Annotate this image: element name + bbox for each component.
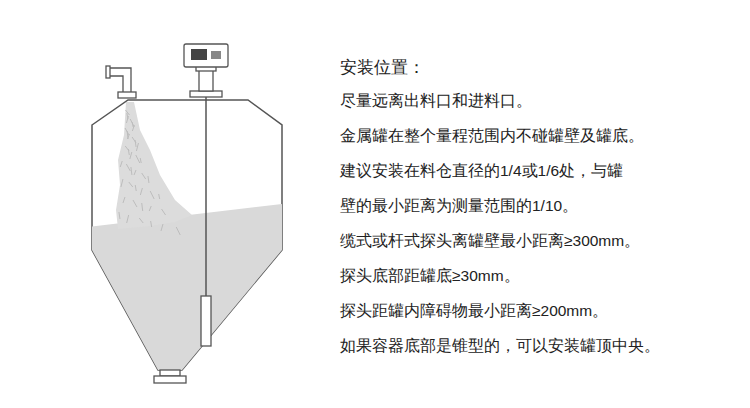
- texture-stroke: [161, 224, 163, 231]
- texture-stroke: [140, 188, 142, 195]
- inlet-pipe: [106, 66, 136, 98]
- texture-stroke: [123, 197, 125, 203]
- texture-stroke: [139, 218, 143, 223]
- texture-stroke: [148, 176, 149, 183]
- texture-stroke: [128, 149, 129, 155]
- outlet-flange: [154, 370, 186, 383]
- texture-stroke: [135, 185, 136, 191]
- note-line: 缆式或杆式探头离罐壁最小距离≥300mm。: [340, 232, 640, 251]
- texture-stroke: [136, 143, 138, 151]
- note-line: 壁的最小距离为测量范围的1/10。: [340, 197, 578, 216]
- note-line: 金属罐在整个量程范围内不碰罐壁及罐底。: [340, 127, 644, 146]
- note-line: 探头底部距罐底≥30mm。: [340, 267, 520, 286]
- material-surface: [80, 203, 290, 400]
- texture-stroke: [119, 212, 120, 219]
- texture-stroke: [134, 170, 136, 175]
- texture-stroke: [150, 191, 154, 199]
- texture-stroke: [149, 206, 151, 211]
- note-line: 建议安装在料仓直径的1/4或1/6处，与罐: [340, 162, 623, 181]
- texture-stroke: [162, 209, 166, 215]
- texture-stroke: [133, 200, 137, 207]
- section-title: 安装位置：: [340, 58, 425, 78]
- level-meter: [184, 44, 228, 346]
- texture-stroke: [131, 167, 132, 175]
- texture-stroke: [140, 158, 141, 163]
- texture-stroke: [130, 152, 132, 159]
- texture-stroke: [120, 161, 122, 167]
- note-line: 探头距罐内障碍物最小距离≥200mm。: [340, 302, 608, 321]
- texture-stroke: [126, 164, 130, 171]
- texture-stroke: [176, 227, 180, 235]
- texture-stroke: [135, 140, 136, 147]
- note-line: 尽量远离出料口和进料口。: [340, 92, 532, 111]
- texture-stroke: [142, 203, 143, 211]
- texture-stroke: [129, 182, 133, 187]
- texture-stroke: [132, 122, 133, 127]
- texture-stroke: [126, 116, 128, 123]
- material-fill: [80, 102, 290, 400]
- texture-stroke: [127, 134, 129, 139]
- note-line: 如果容器底部是锥型的，可以安装罐顶中央。: [340, 337, 660, 356]
- texture-stroke: [142, 173, 146, 179]
- material-texture: [119, 110, 180, 235]
- texture-stroke: [151, 221, 152, 227]
- texture-stroke: [159, 194, 160, 199]
- falling-material: [116, 102, 192, 229]
- texture-stroke: [127, 215, 129, 223]
- texture-stroke: [132, 125, 134, 131]
- texture-stroke: [121, 179, 123, 187]
- texture-stroke: [136, 155, 140, 163]
